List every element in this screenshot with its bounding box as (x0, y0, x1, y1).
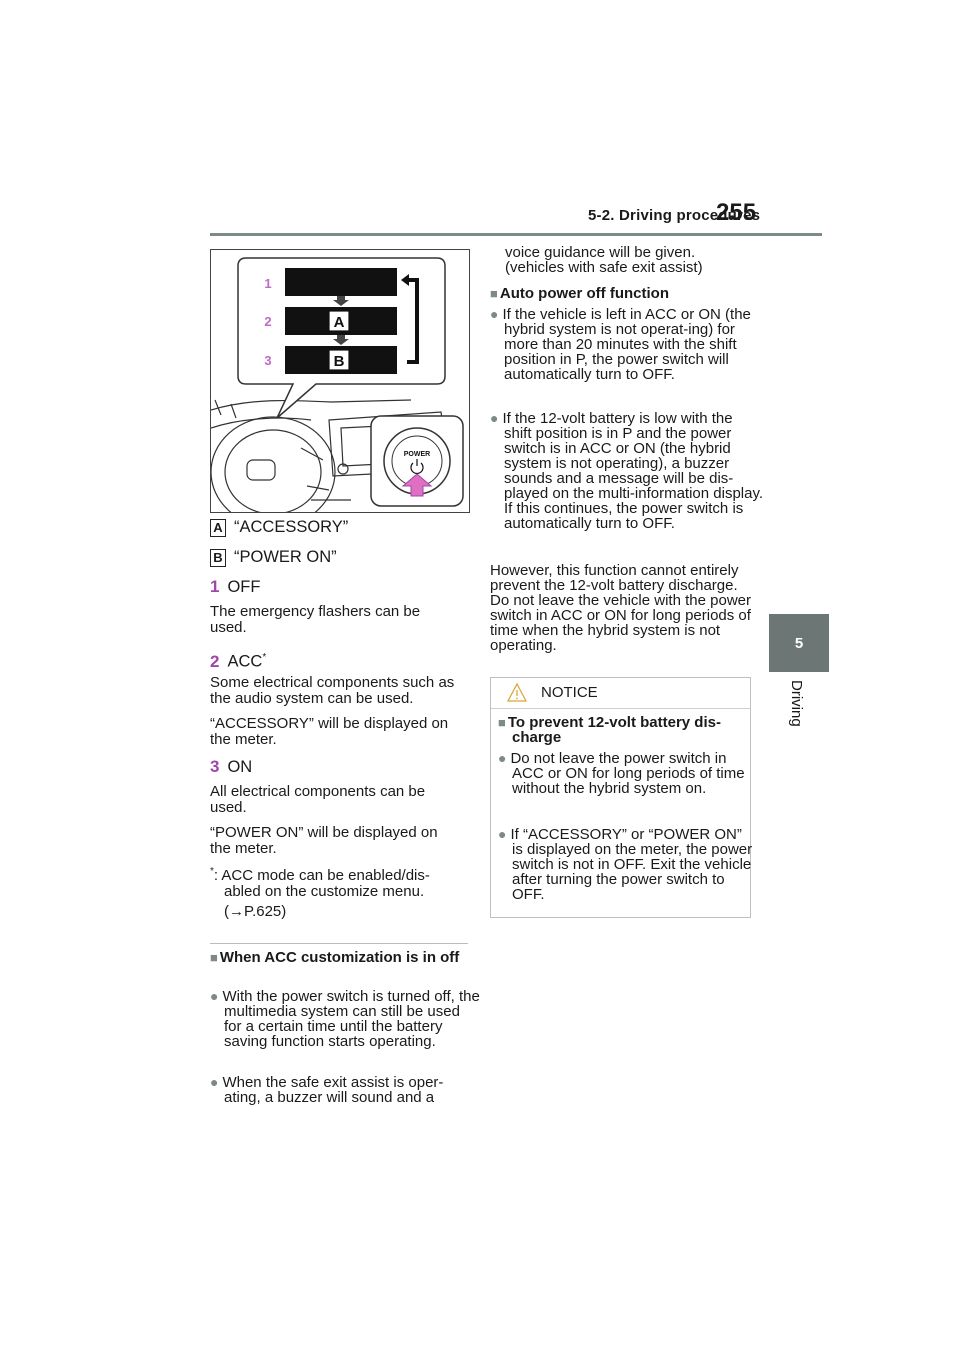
step-3-title: ON (227, 758, 253, 776)
notice-bullet-2: ●If “ACCESSORY” or “POWER ON” is display… (498, 826, 756, 903)
step-2-footnote-mark: * (262, 652, 267, 663)
down-arrow-icon (333, 335, 349, 345)
acc-custom-bullet-2: ●When the safe exit assist is oper-ating… (210, 1074, 480, 1106)
marker-a: A (334, 314, 345, 331)
legend-a: A “ACCESSORY” (210, 518, 348, 537)
figure-step-2: 2 (264, 314, 271, 329)
auto-off-bullet-2: ●If the 12-volt battery is low with the … (490, 410, 764, 532)
step-1-title: OFF (227, 578, 261, 596)
notice-bullet-2-text: If “ACCESSORY” or “POWER ON” is displaye… (510, 826, 753, 903)
however-text: However, this function cannot entirely p… (490, 562, 751, 654)
bullet-circle-icon: ● (498, 826, 507, 842)
step-2-heading: 2 ACC* (210, 648, 266, 672)
notice-title: NOTICE (541, 684, 598, 701)
auto-off-heading: ■Auto power off function (490, 286, 750, 302)
step-1-number: 1 (210, 577, 220, 596)
step-3-number: 3 (210, 757, 220, 776)
legend-b-text: “POWER ON” (234, 548, 337, 566)
chapter-number: 5 (794, 634, 804, 652)
footnote-mark: * (210, 866, 214, 877)
bullet-circle-icon: ● (210, 1074, 219, 1090)
illustration-svg: A B 1 2 3 POWER (211, 257, 464, 512)
marker-b: B (334, 353, 345, 370)
step-3-text-2: “POWER ON” will be displayed on the mete… (210, 824, 438, 857)
auto-off-bullet-2-text: If the 12-volt battery is low with the s… (502, 410, 764, 532)
auto-off-bullet-1: ●If the vehicle is left in ACC or ON (th… (490, 306, 762, 383)
acc-custom-heading-text: When ACC customization is in off (219, 949, 460, 966)
continuation-text: voice guidance will be given. (vehicles … (505, 244, 703, 276)
bullet-circle-icon: ● (490, 306, 499, 322)
notice-bullet-1-text: Do not leave the power switch in ACC or … (510, 750, 745, 797)
notice-box: NOTICE ■To prevent 12-volt battery dis-c… (490, 677, 752, 918)
step-3-heading: 3 ON (210, 757, 252, 777)
down-arrow-icon (333, 296, 349, 306)
footnote-text: : ACC mode can be enabled/dis-abled on t… (213, 867, 430, 900)
auto-off-heading-text: Auto power off function (499, 285, 669, 302)
square-bullet-icon: ■ (490, 286, 498, 301)
bullet-circle-icon: ● (490, 410, 499, 426)
header-rule (210, 233, 822, 236)
acc-custom-bullet-2-text: When the safe exit assist is oper-ating,… (222, 1074, 444, 1106)
acc-custom-bullet-1: ●With the power switch is turned off, th… (210, 988, 480, 1050)
legend-a-text: “ACCESSORY” (234, 518, 349, 536)
power-label: POWER (404, 451, 430, 458)
step-2-text-2: “ACCESSORY” will be displayed on the met… (210, 715, 449, 748)
step-1-text: The emergency flashers can be used. (210, 603, 421, 636)
warning-triangle-icon (507, 683, 527, 702)
figure-step-1: 1 (264, 276, 271, 291)
notice-heading: ■To prevent 12-volt battery dis-charge (498, 715, 757, 745)
power-switch-illustration: A B 1 2 3 POWER (210, 249, 470, 513)
section-title: 5-2. Driving procedures (588, 207, 761, 224)
square-bullet-icon: ■ (498, 715, 506, 730)
step-3-text-1: All electrical components can be used. (210, 783, 426, 816)
footnote-ref[interactable]: (→P.625) (224, 903, 287, 920)
section-divider (210, 943, 468, 944)
notice-heading-text: To prevent 12-volt battery dis-charge (507, 714, 721, 746)
auto-off-bullet-1-text: If the vehicle is left in ACC or ON (the… (502, 306, 751, 383)
square-bullet-icon: ■ (210, 950, 218, 965)
notice-bullet-1: ●Do not leave the power switch in ACC or… (498, 750, 752, 797)
legend-b-box: B (210, 548, 226, 567)
acc-custom-bullet-1-text: With the power switch is turned off, the… (222, 988, 480, 1050)
step-2-number: 2 (210, 651, 220, 671)
figure-step-3: 3 (264, 353, 271, 368)
chapter-tab[interactable]: 5 (769, 614, 829, 672)
step-2-title: ACC (227, 652, 263, 671)
step-1-heading: 1 OFF (210, 577, 260, 597)
chapter-label: Driving (788, 680, 805, 727)
bullet-circle-icon: ● (498, 750, 507, 766)
page-number: 255 (716, 199, 757, 226)
bullet-circle-icon: ● (210, 988, 219, 1004)
acc-custom-heading: ■When ACC customization is in off (210, 950, 478, 965)
footnote: *: ACC mode can be enabled/dis-abled on … (210, 864, 462, 920)
legend-a-box: A (210, 518, 226, 537)
notice-header: NOTICE (491, 678, 750, 709)
step-2-text-1: Some electrical components such as the a… (210, 674, 455, 707)
legend-b: B “POWER ON” (210, 548, 337, 567)
